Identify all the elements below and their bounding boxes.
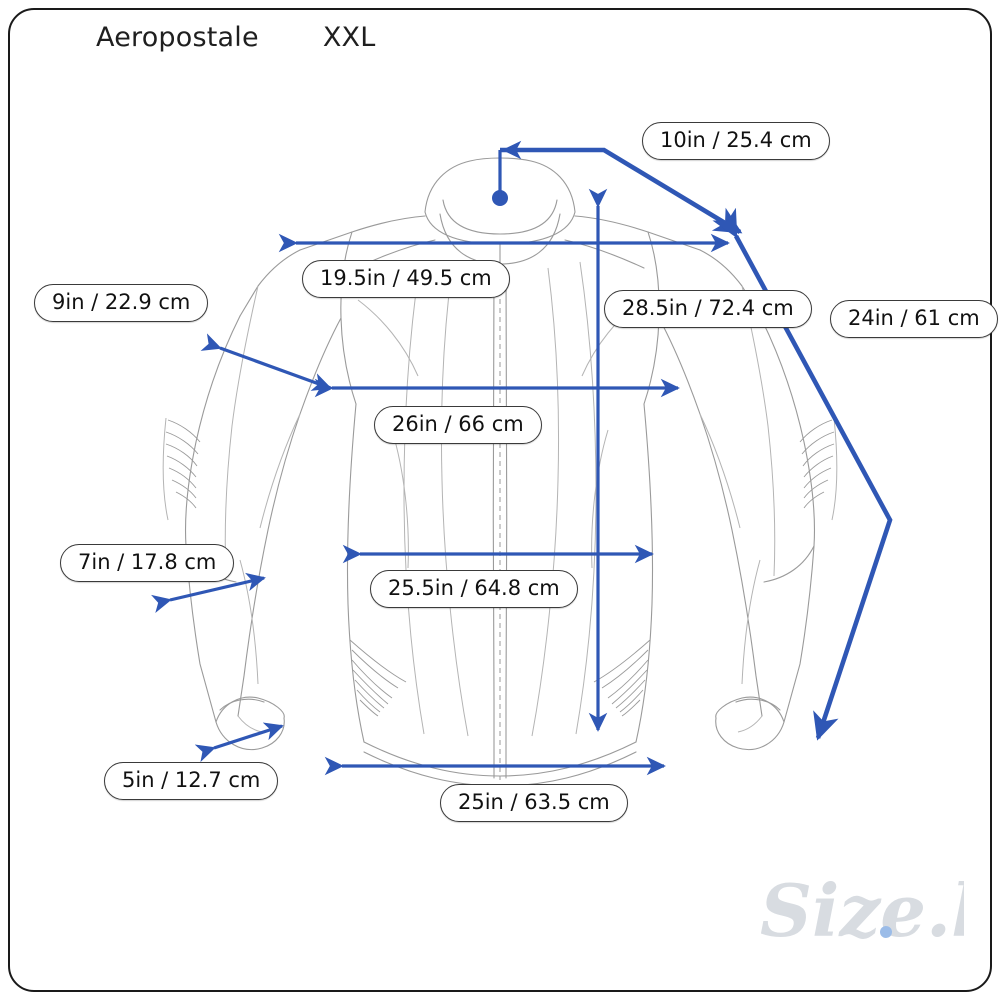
measurement-label-cuff[interactable]: 5in / 12.7 cm bbox=[104, 762, 279, 800]
measurement-label-bicep[interactable]: 7in / 17.8 cm bbox=[60, 544, 235, 582]
dimension-shoulder-seam bbox=[200, 333, 332, 391]
measurement-label-chest[interactable]: 26in / 66 cm bbox=[374, 406, 542, 444]
page-title: Aeropostale XXL bbox=[96, 22, 375, 53]
brand-name: Aeropostale bbox=[96, 22, 259, 53]
measurement-label-length[interactable]: 28.5in / 72.4 cm bbox=[604, 290, 812, 328]
hatch-sleeve-right bbox=[799, 419, 835, 509]
jacket-outline bbox=[162, 157, 838, 787]
hatch-panel-left bbox=[349, 639, 407, 717]
hatch-panel-right bbox=[593, 639, 651, 717]
measurement-label-shoulder-seam[interactable]: 9in / 22.9 cm bbox=[34, 284, 209, 322]
dimension-cuff bbox=[194, 722, 284, 763]
size-name: XXL bbox=[322, 22, 376, 53]
measurement-label-waist[interactable]: 25.5in / 64.8 cm bbox=[370, 570, 578, 608]
measurement-label-sleeve[interactable]: 24in / 61 cm bbox=[830, 300, 998, 338]
hatch-sleeve-left bbox=[165, 419, 201, 509]
measurement-label-collar[interactable]: 10in / 25.4 cm bbox=[642, 122, 830, 160]
measurement-label-shoulder[interactable]: 19.5in / 49.5 cm bbox=[302, 260, 510, 298]
dimension-bicep bbox=[151, 572, 266, 613]
dimension-collar bbox=[492, 140, 743, 234]
dimension-sleeve bbox=[712, 207, 893, 741]
measurement-label-hem[interactable]: 25in / 63.5 cm bbox=[440, 784, 628, 822]
